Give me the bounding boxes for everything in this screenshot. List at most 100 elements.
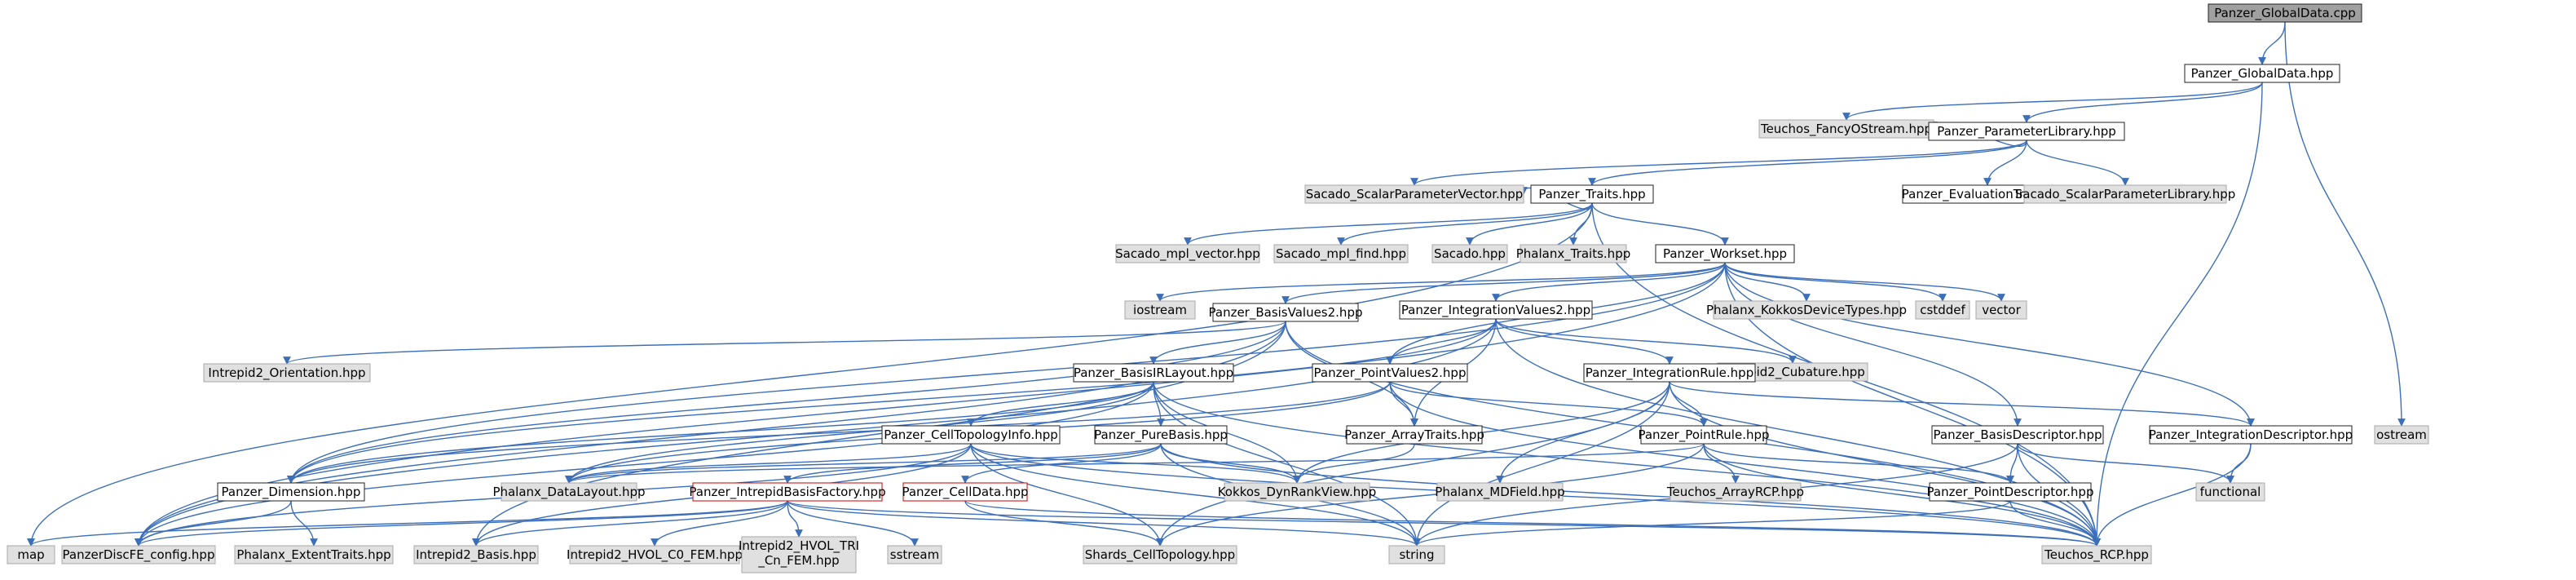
node-label: map <box>17 547 44 562</box>
edge-n34-n49 <box>964 500 2101 547</box>
graph-node[interactable]: Panzer_IntegrationDescriptor.hpp <box>2149 425 2353 445</box>
node-label: Panzer_PointDescriptor.hpp <box>1927 485 2094 500</box>
edge-n1-n49 <box>2093 82 2263 547</box>
node-box <box>1530 184 1654 204</box>
node-label: Sacado_ScalarParameterVector.hpp <box>1306 187 1524 202</box>
edge-n12-n28 <box>1724 262 2022 427</box>
edge-n25-n33 <box>783 443 1162 484</box>
graph-node: Phalanx_DataLayout.hpp <box>492 482 646 502</box>
graph-node[interactable]: Panzer_BasisValues2.hpp <box>1209 303 1363 322</box>
graph-node[interactable]: Panzer_CellData.hpp <box>902 482 1029 502</box>
node-box <box>1975 300 2027 320</box>
edge-n26-n35 <box>1293 443 1415 484</box>
node-box <box>7 545 55 565</box>
node-box <box>234 545 394 565</box>
node-box <box>203 363 371 383</box>
graph-node[interactable]: Panzer_ParameterLibrary.hpp <box>1928 122 2125 141</box>
edge-n1-n3 <box>2022 82 2263 123</box>
edge-n12-n14 <box>1281 262 1726 304</box>
edge-n28-n38 <box>2006 443 2018 484</box>
edge-n22-n27 <box>1389 381 1708 427</box>
node-box <box>1931 425 2104 445</box>
graph-node: Sacado_mpl_vector.hpp <box>1115 244 1260 263</box>
node-box <box>1655 244 1795 263</box>
edge-n3-n4 <box>1410 139 2027 186</box>
edge-n12-n29 <box>1724 262 2255 427</box>
graph-node[interactable]: Panzer_PointRule.hpp <box>1638 425 1770 445</box>
node-box <box>887 545 942 565</box>
node-box <box>1640 425 1767 445</box>
edge-n24-n47 <box>970 443 1164 547</box>
graph-node[interactable]: Panzer_IntrepidBasisFactory.hpp <box>689 482 886 502</box>
edge-n14-n31 <box>287 321 1286 484</box>
graph-node[interactable]: Panzer_CellTopologyInfo.hpp <box>881 425 1061 445</box>
edge-n5-n9 <box>1337 202 1593 246</box>
node-label: Panzer_ArrayTraits.hpp <box>1344 427 1484 443</box>
graph-node[interactable]: Panzer_PointValues2.hpp <box>1312 363 1468 383</box>
edge-n3-n6 <box>1983 139 2027 186</box>
graph-node[interactable]: Panzer_IntegrationRule.hpp <box>1583 363 1756 383</box>
graph-node: string <box>1388 545 1445 565</box>
graph-node: Phalanx_Traits.hpp <box>1516 244 1630 263</box>
graph-node: Shards_CellTopology.hpp <box>1083 545 1237 565</box>
edge-n21-n31 <box>287 381 1154 484</box>
node-label: Sacado_ScalarParameterLibrary.hpp <box>2015 187 2236 202</box>
node-box <box>2195 482 2265 502</box>
node-box <box>741 536 857 573</box>
graph-node[interactable]: Panzer_BasisDescriptor.hpp <box>1931 425 2104 445</box>
graph-node[interactable]: Panzer_BasisIRLayout.hpp <box>1073 363 1234 383</box>
edge-n0-n1 <box>2258 21 2286 65</box>
node-label: Panzer_Workset.hpp <box>1663 246 1787 262</box>
node-box <box>501 482 637 502</box>
graph-node: Phalanx_MDField.hpp <box>1435 482 1565 502</box>
node-label: Sacado_mpl_find.hpp <box>1276 246 1406 262</box>
edge-n31-n41 <box>135 500 292 547</box>
node-label: Panzer_CellTopologyInfo.hpp <box>884 427 1058 443</box>
node-label: Panzer_BasisIRLayout.hpp <box>1074 365 1233 381</box>
edge-n21-n41 <box>135 381 1154 547</box>
graph-node: Phalanx_ExtentTraits.hpp <box>234 545 394 565</box>
node-label: Panzer_ParameterLibrary.hpp <box>1937 124 2116 139</box>
graph-node[interactable]: Panzer_PureBasis.hpp <box>1094 425 1228 445</box>
node-box <box>1083 545 1237 565</box>
graph-node: Sacado_ScalarParameterVector.hpp <box>1304 184 1524 204</box>
node-box <box>2374 425 2429 445</box>
node-label: Teuchos_ArrayRCP.hpp <box>1666 485 1804 500</box>
node-label: Phalanx_ExtentTraits.hpp <box>236 547 390 563</box>
edge-n1-n2 <box>1842 82 2263 121</box>
graph-node: Intrepid2_HVOL_TRI_Cn_FEM.hpp <box>739 536 859 573</box>
graph-node: Intrepid2_Orientation.hpp <box>203 363 371 383</box>
graph-node[interactable]: Panzer_PointDescriptor.hpp <box>1927 482 2094 502</box>
node-label: Phalanx_MDField.hpp <box>1435 485 1564 500</box>
edge-n15-n49 <box>1495 318 2101 547</box>
node-box <box>1399 300 1593 320</box>
edge-n27-n32 <box>565 443 1705 484</box>
edge-n25-n49 <box>1160 443 2101 547</box>
edge-n23-n29 <box>1669 381 2255 427</box>
graph-node[interactable]: Panzer_GlobalData.hpp <box>2184 64 2340 83</box>
node-layer: Panzer_GlobalData.cppPanzer_GlobalData.h… <box>7 3 2429 573</box>
node-box <box>1224 482 1370 502</box>
node-box <box>217 482 365 502</box>
graph-node[interactable]: Panzer_IntegrationValues2.hpp <box>1399 300 1593 320</box>
edge-n23-n48 <box>1413 381 1670 547</box>
graph-node[interactable]: Panzer_ArrayTraits.hpp <box>1344 425 1484 445</box>
node-box <box>2023 184 2227 204</box>
node-box <box>1436 482 1564 502</box>
node-label: Sacado.hpp <box>1434 246 1506 261</box>
graph-node[interactable]: Panzer_Workset.hpp <box>1655 244 1795 263</box>
edge-n34-n47 <box>964 500 1164 547</box>
node-label: string <box>1399 547 1434 562</box>
node-label: ostream <box>2376 427 2427 442</box>
graph-node: Sacado_ScalarParameterLibrary.hpp <box>2015 184 2236 204</box>
node-label: Panzer_PureBasis.hpp <box>1094 427 1228 443</box>
node-label: Panzer_BasisValues2.hpp <box>1209 305 1363 321</box>
node-box <box>569 545 740 565</box>
edge-n3-n7 <box>2026 139 2129 186</box>
node-label: Panzer_IntegrationRule.hpp <box>1586 365 1753 381</box>
graph-node[interactable]: Panzer_Traits.hpp <box>1530 184 1654 204</box>
graph-node: cstddef <box>1915 300 1970 320</box>
node-box <box>1346 425 1483 445</box>
edge-n5-n40 <box>27 202 1593 547</box>
graph-node[interactable]: Panzer_Dimension.hpp <box>217 482 365 502</box>
